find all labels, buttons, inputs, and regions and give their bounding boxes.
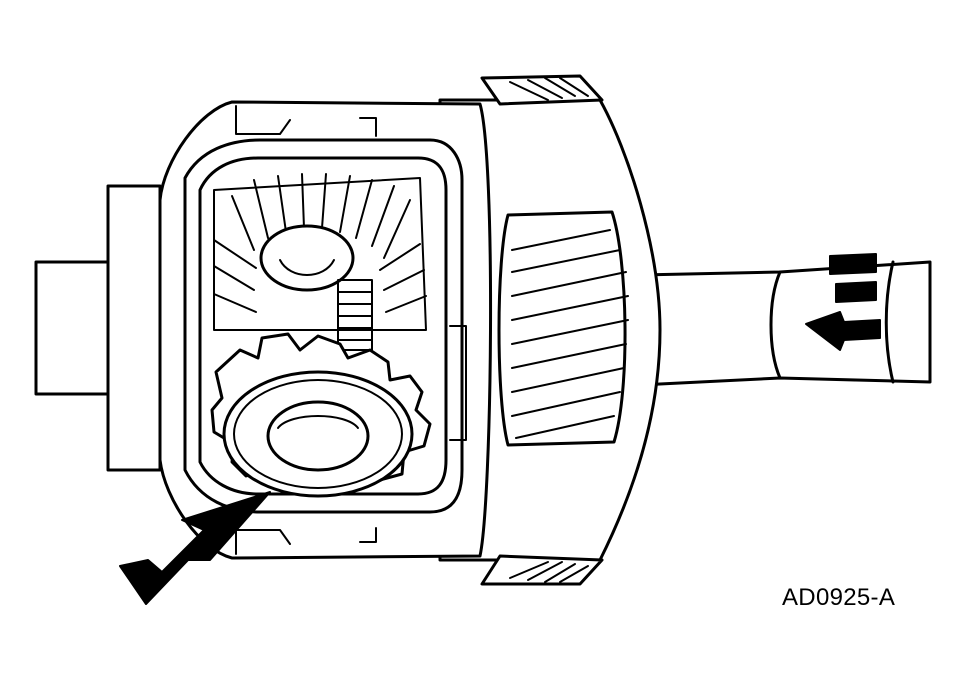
figure-code: AD0925-A <box>782 584 896 611</box>
side-gear-front <box>210 332 432 498</box>
side-gear-upper <box>213 173 427 351</box>
pointer-arrow-icon <box>119 491 271 605</box>
drive-shaft <box>638 260 932 387</box>
left-axle-stub <box>34 184 162 472</box>
rotation-arrow-icon <box>805 253 881 351</box>
ring-gear-housing <box>438 74 662 586</box>
